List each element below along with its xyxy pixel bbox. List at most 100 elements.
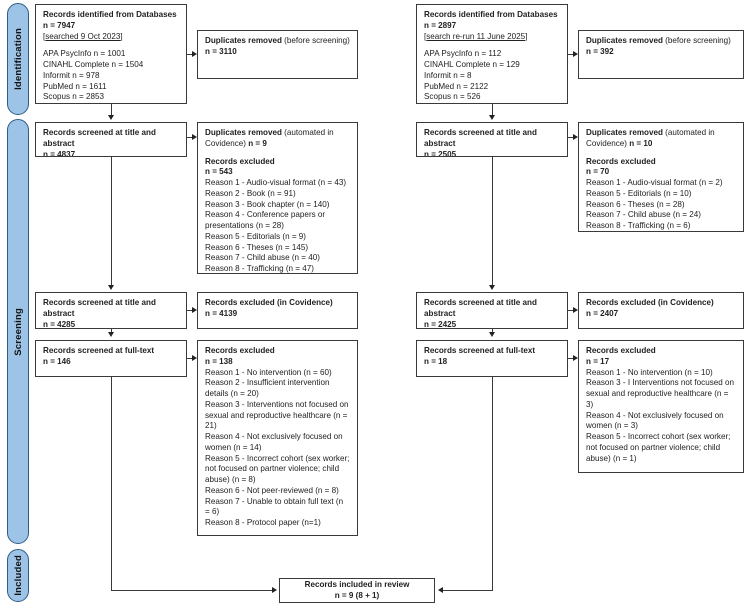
- box-left-excluded-fulltext: Records excluded n = 138 Reason 1 - No i…: [197, 340, 358, 536]
- box-left-records-identified: Records identified from Databases n = 79…: [35, 4, 187, 104]
- left-excluded-reason-6: Reason 6 - Theses (n = 145): [205, 242, 309, 252]
- left-screened1-heading: Records screened at title and abstract: [43, 128, 156, 148]
- left-exfull-heading: Records excluded: [205, 346, 275, 355]
- spacer: [586, 150, 736, 157]
- right-exfull-reason-1: Reason 1 - No intervention (n = 10): [586, 367, 713, 377]
- left-identified-search-note: [searched 9 Oct 2023]: [43, 31, 123, 41]
- left-excluded-count: n = 543: [205, 167, 233, 177]
- stage-label-identification: Identification: [12, 28, 24, 90]
- box-right-screened-title-abstract-1: Records screened at title and abstract n…: [416, 122, 568, 157]
- arrowhead-left-excluded-auto: [192, 133, 197, 140]
- stage-bar-included: Included: [7, 549, 29, 602]
- left-fulltext-count: n = 146: [43, 356, 71, 366]
- connector-right-screened2-down: [492, 329, 493, 333]
- right-identified-source-1: APA PsycInfo n = 112: [424, 49, 502, 59]
- right-identified-source-5: Scopus n = 526: [424, 92, 481, 102]
- connector-left-identified-down: [111, 104, 112, 118]
- right-screened1-count: n = 2505: [424, 149, 457, 157]
- right-identified-source-4: PubMed n = 2122: [424, 81, 489, 91]
- connector-right-identified-to-duplicates: [568, 54, 576, 55]
- right-exfull-count: n = 17: [586, 356, 610, 366]
- right-identified-count: n = 2897: [424, 20, 457, 30]
- arrowhead-right-excluded-covidence: [573, 306, 578, 313]
- right-auto-dup-note: (automated in Covidence): [586, 128, 715, 148]
- connector-left-fulltext-to-excluded: [187, 358, 195, 359]
- connector-right-fulltext-down: [492, 377, 493, 590]
- arrowhead-left-excluded-covidence: [192, 306, 197, 313]
- right-exfull-reason-3: Reason 4 - Not exclusively focused on wo…: [586, 410, 724, 431]
- right-identified-source-3: Informit n = 8: [424, 70, 472, 80]
- right-identified-source-2: CINAHL Complete n = 129: [424, 60, 520, 69]
- box-right-duplicates-removed: Duplicates removed (before screening) n …: [578, 30, 744, 79]
- right-exfull-reason-2: Reason 3 - I Interventions not focused o…: [586, 378, 735, 409]
- left-auto-dup-count: n = 9: [248, 138, 267, 148]
- left-exfull-reason-3: Reason 3 - Interventions not focused on …: [205, 399, 349, 431]
- left-excl-cov-count: n = 4139: [205, 308, 238, 318]
- included-heading: Records included in review: [304, 579, 410, 589]
- connector-left-identified-to-duplicates: [187, 54, 195, 55]
- left-excluded-heading: Records excluded: [205, 156, 275, 166]
- box-left-excluded-automated: Duplicates removed (automated in Coviden…: [197, 122, 358, 274]
- stage-label-screening: Screening: [12, 307, 24, 356]
- left-auto-dup-heading: Duplicates removed (automated in Coviden…: [205, 128, 350, 150]
- right-auto-dup-heading-text: Duplicates removed: [586, 128, 663, 137]
- right-duplicates-heading-note: (before screening): [665, 36, 731, 45]
- left-duplicates-count: n = 3110: [205, 46, 237, 56]
- connector-left-screened2-to-excluded: [187, 310, 195, 311]
- box-left-duplicates-removed: Duplicates removed (before screening) n …: [197, 30, 358, 79]
- left-screened2-heading: Records screened at title and abstract: [43, 298, 156, 318]
- left-exfull-reason-1: Reason 1 - No intervention (n = 60): [205, 367, 332, 377]
- left-excluded-reason-5: Reason 5 - Editorials (n = 9): [205, 231, 306, 241]
- connector-right-fulltext-to-excluded: [568, 358, 576, 359]
- spacer: [205, 150, 350, 157]
- right-identified-heading: Records identified from Databases: [424, 10, 558, 19]
- right-excl-cov-count: n = 2407: [586, 308, 619, 318]
- stage-bar-screening: Screening: [7, 119, 29, 544]
- left-identified-source-5: Scopus n = 2853: [43, 92, 104, 102]
- left-identified-heading: Records identified from Databases: [43, 10, 177, 19]
- right-exfull-heading: Records excluded: [586, 346, 656, 355]
- right-excluded-reason-2: Reason 5 - Editorials (n = 10): [586, 188, 692, 198]
- left-excluded-reason-4: Reason 4 - Conference papers or presenta…: [205, 210, 326, 230]
- right-fulltext-count: n = 18: [424, 356, 448, 366]
- arrowhead-right-screened1: [488, 115, 495, 120]
- spacer: [43, 42, 179, 49]
- connector-left-screened1-down: [111, 157, 112, 285]
- arrowhead-left-screened2: [107, 285, 114, 290]
- included-count: n = 9 (8 + 1): [334, 590, 380, 600]
- right-excluded-reason-3: Reason 6 - Theses (n = 28): [586, 199, 685, 209]
- right-excluded-reason-1: Reason 1 - Audio-visual format (n = 2): [586, 178, 723, 187]
- left-duplicates-heading-text: Duplicates removed: [205, 36, 282, 45]
- right-screened2-heading: Records screened at title and abstract: [424, 298, 537, 318]
- box-left-screened-title-abstract-1: Records screened at title and abstract n…: [35, 122, 187, 157]
- right-duplicates-heading-text: Duplicates removed: [586, 36, 663, 45]
- right-duplicates-heading: Duplicates removed (before screening): [586, 36, 736, 47]
- left-screened2-count: n = 4285: [43, 319, 76, 329]
- connector-right-to-included: [443, 590, 493, 591]
- left-duplicates-heading-note: (before screening): [284, 36, 350, 45]
- left-auto-dup-note: (automated in Covidence): [205, 128, 334, 148]
- right-fulltext-heading: Records screened at full-text: [424, 346, 536, 355]
- box-right-screened-title-abstract-2: Records screened at title and abstract n…: [416, 292, 568, 329]
- right-excluded-reason-5: Reason 8 - Trafficking (n = 6): [586, 221, 691, 230]
- arrowhead-left-duplicates: [192, 50, 197, 57]
- connector-left-to-included: [111, 590, 274, 591]
- left-exfull-reason-5: Reason 5 - Incorrect cohort (sex worker;…: [205, 453, 350, 485]
- connector-right-screened1-down: [492, 157, 493, 285]
- box-records-included-in-review: Records included in review n = 9 (8 + 1): [279, 578, 435, 603]
- arrowhead-included-right: [438, 586, 443, 593]
- right-exfull-reason-4: Reason 5 - Incorrect cohort (sex worker;…: [586, 432, 731, 463]
- arrowhead-right-excluded-fulltext: [573, 354, 578, 361]
- right-duplicates-count: n = 392: [586, 46, 614, 56]
- arrowhead-included-left: [272, 586, 277, 593]
- left-excl-cov-heading: Records excluded (in Covidence): [205, 298, 333, 307]
- connector-right-screened2-to-excluded: [568, 310, 576, 311]
- arrowhead-left-screened1: [107, 115, 114, 120]
- connector-left-screened2-down: [111, 329, 112, 333]
- box-right-records-identified: Records identified from Databases n = 28…: [416, 4, 568, 104]
- right-excluded-reason-4: Reason 7 - Child abuse (n = 24): [586, 210, 701, 220]
- left-identified-count: n = 7947: [43, 20, 76, 30]
- left-identified-source-1: APA PsycInfo n = 1001: [43, 49, 126, 59]
- left-exfull-reason-7: Reason 7 - Unable to obtain full text (n…: [205, 496, 344, 517]
